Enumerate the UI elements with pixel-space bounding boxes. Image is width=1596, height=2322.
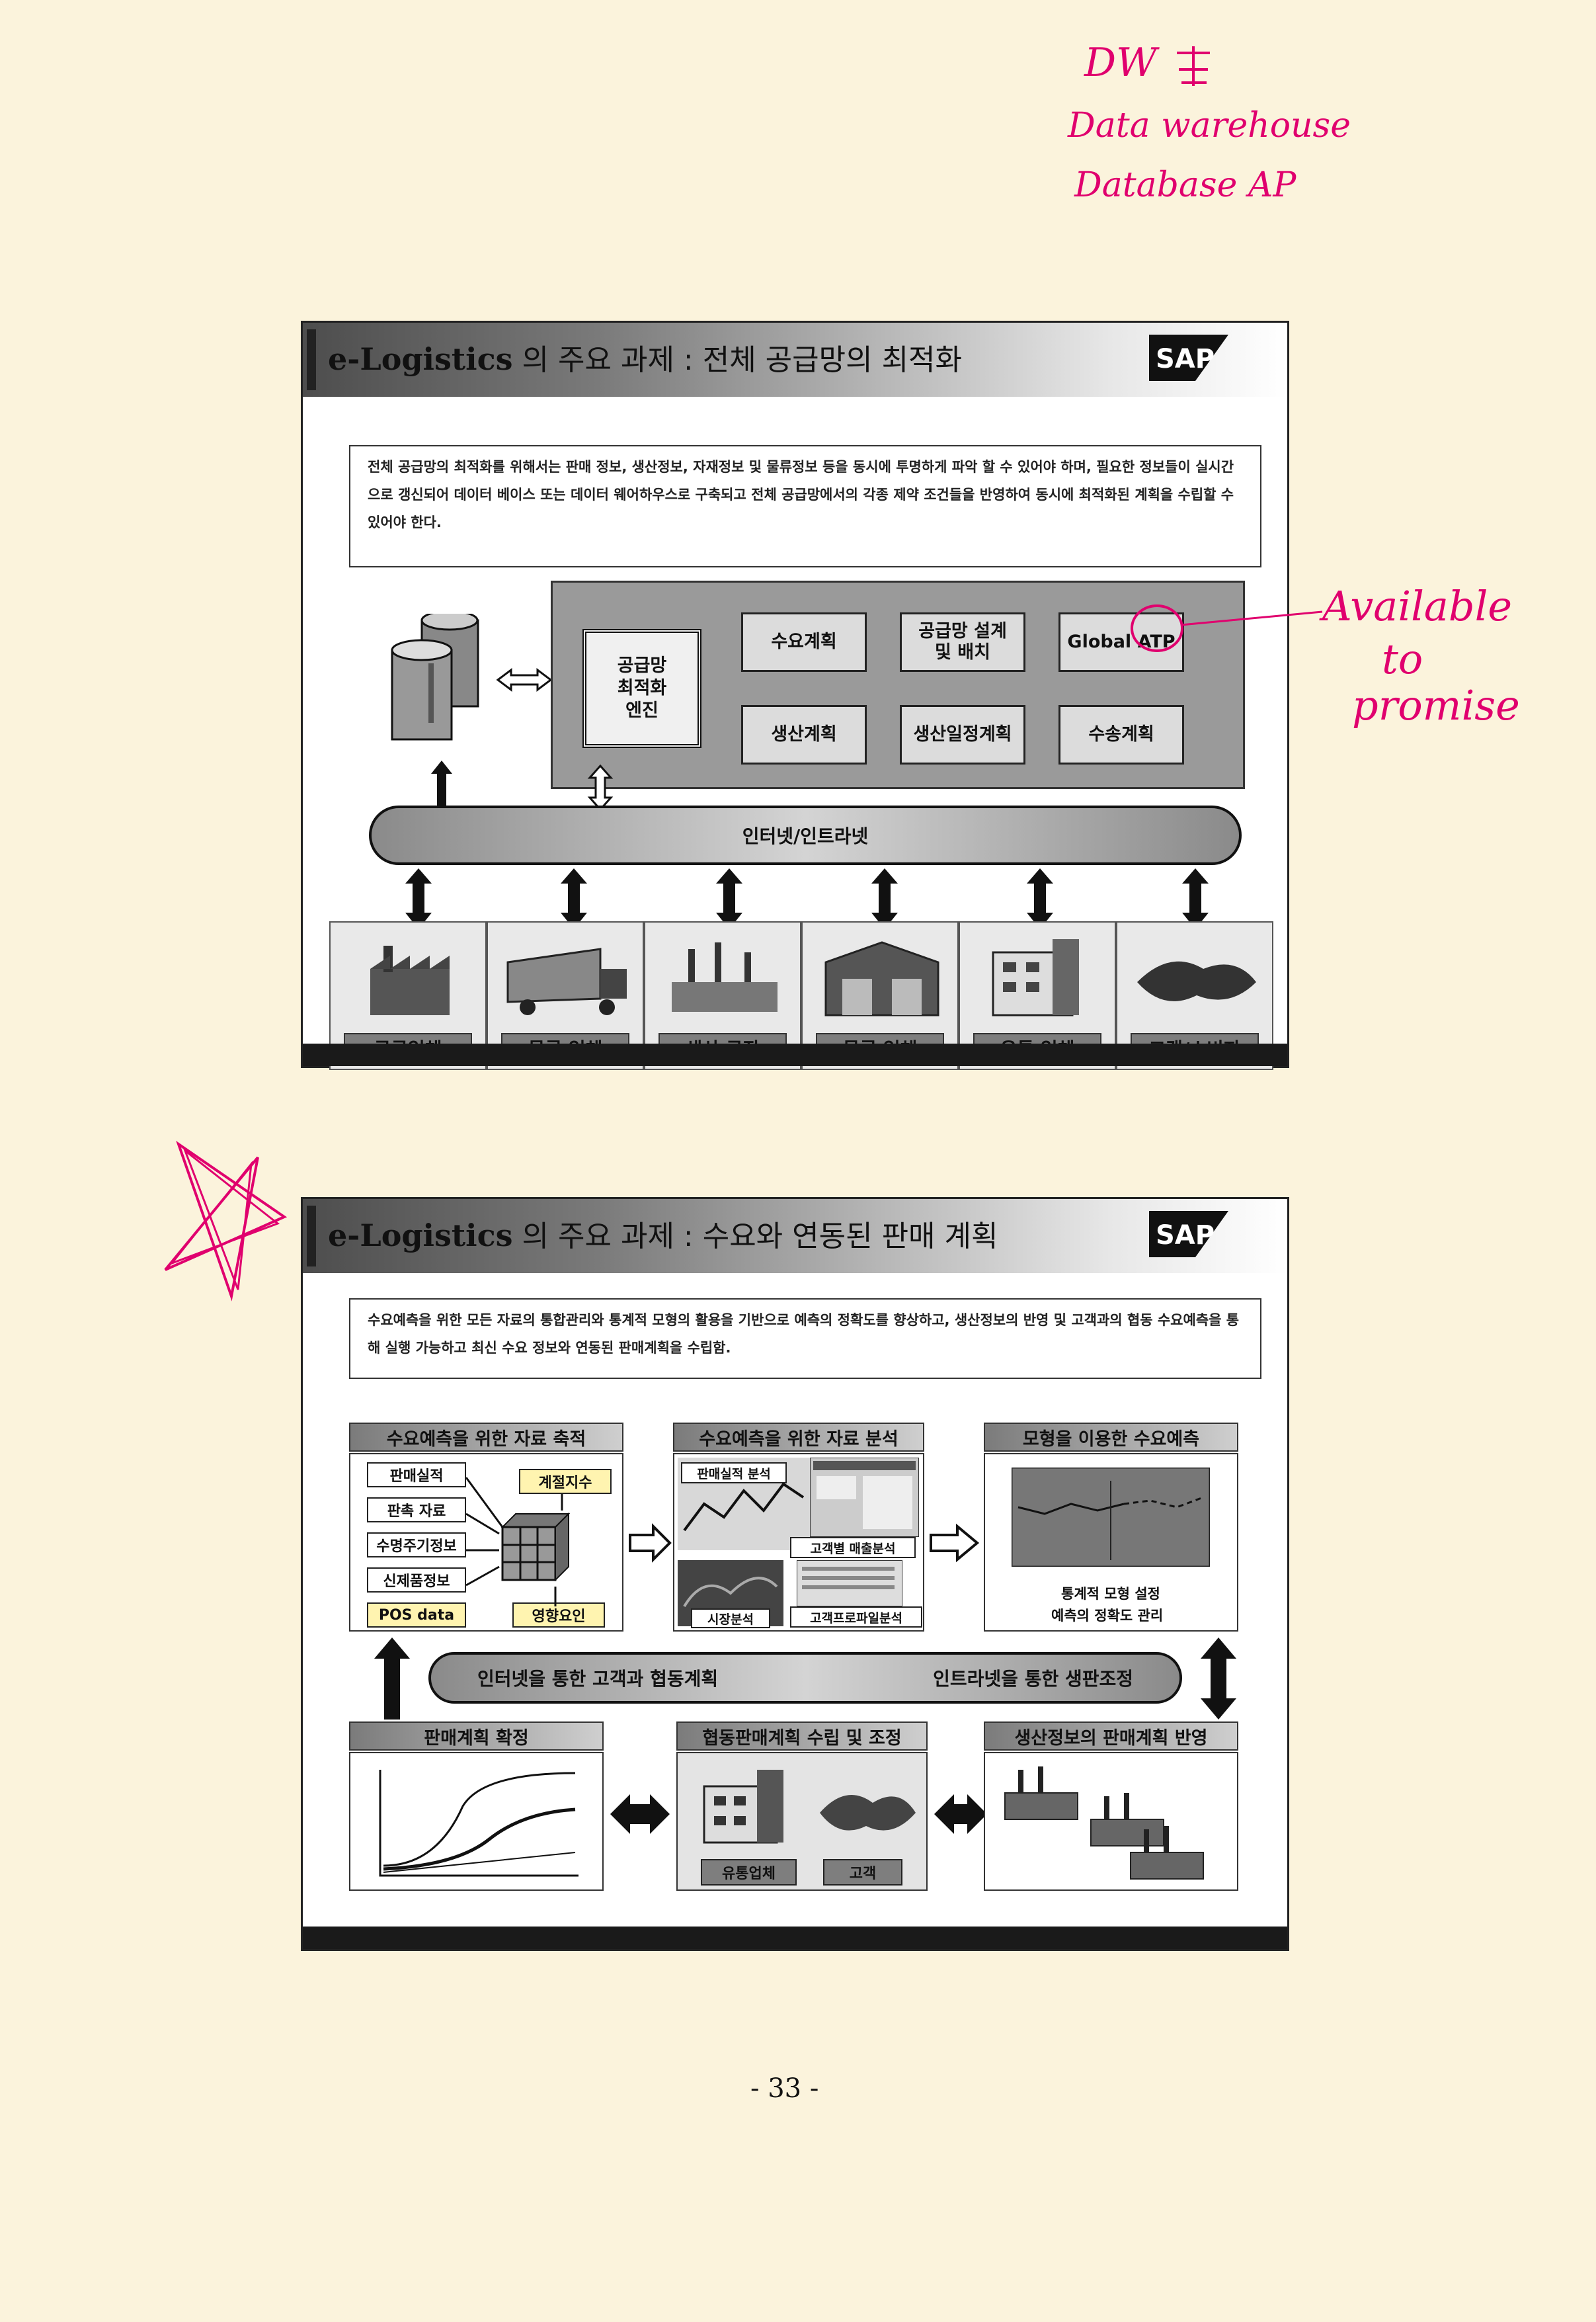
report-screenshot — [810, 1458, 919, 1537]
slide-footer-bar — [303, 1044, 1287, 1066]
label-customer-profile-analysis: 고객프로파일분석 — [790, 1606, 922, 1628]
module-production-scheduling: 생산일정계획 — [900, 705, 1025, 765]
handwritten-note-to: to — [1382, 635, 1423, 683]
truck-icon — [501, 936, 633, 1022]
section-production-info-title: 생산정보의 판매계획 반영 — [984, 1721, 1238, 1751]
arrow-updown-right — [1199, 1636, 1238, 1721]
svg-text:SAP: SAP — [1156, 1220, 1215, 1251]
database-icon — [382, 614, 488, 746]
section-data-analysis-title: 수요예측을 위한 자료 분석 — [673, 1423, 924, 1452]
section-data-accumulation: 판매실적 판촉 자료 수명주기정보 신제품정보 POS data 계절지수 영향… — [349, 1453, 623, 1632]
slide-footer-bar — [303, 1927, 1287, 1949]
slide1-description: 전체 공급망의 최적화를 위해서는 판매 정보, 생산정보, 자재정보 및 물류… — [349, 445, 1261, 567]
db-network-arrow — [428, 759, 455, 809]
handwritten-note-dw: DW — [1084, 40, 1157, 86]
module-network-design: 공급망 설계 및 배치 — [900, 612, 1025, 672]
tag-promotion-data: 판촉 자료 — [367, 1497, 466, 1522]
data-flow-arrows — [463, 1468, 582, 1620]
warehouse-icon — [816, 936, 948, 1022]
svg-text:SAP: SAP — [1156, 344, 1215, 374]
arrow-sec5-sec4 — [607, 1791, 673, 1837]
tag-sales-results: 판매실적 — [367, 1462, 466, 1487]
label-customer-sales-analysis: 고객별 매출분석 — [790, 1537, 916, 1558]
handwritten-note-available: Available — [1322, 582, 1512, 630]
handwritten-note-database: Database AP — [1074, 165, 1296, 205]
section-model-forecast: 통계적 모형 설정 예측의 정확도 관리 — [984, 1453, 1238, 1632]
slide2-description: 수요예측을 위한 모든 자료의 통합관리와 통계적 모형의 활용을 기반으로 예… — [349, 1298, 1261, 1379]
section-sales-plan-confirm-title: 판매계획 확정 — [349, 1721, 604, 1751]
sap-logo: SAP — [1149, 335, 1228, 381]
atp-annotation-circle — [1124, 589, 1336, 668]
sap-logo: SAP — [1149, 1211, 1228, 1257]
arrow-up-left — [372, 1636, 412, 1721]
slide-title: e-Logistics 의 주요 과제 : 전체 공급망의 최적화 — [328, 336, 962, 378]
forecast-accuracy-management: 예측의 정확도 관리 — [1051, 1605, 1163, 1625]
factories-illustration — [992, 1760, 1230, 1886]
module-transport-planning: 수송계획 — [1058, 705, 1184, 765]
star-doodle — [159, 1138, 291, 1309]
db-engine-arrow — [495, 667, 554, 693]
page-number: - 33 - — [750, 2073, 818, 2104]
label-distributor: 유통업체 — [701, 1859, 797, 1886]
section-data-analysis: 판매실적 분석 고객별 매출분석 시장분석 고객프로파일분석 — [673, 1453, 924, 1632]
label-customer: 고객 — [823, 1859, 902, 1886]
handwritten-note-promise: promise — [1352, 681, 1520, 729]
pill-right-label: 인트라넷을 통한 생판조정 — [933, 1665, 1133, 1691]
factory-icon — [344, 936, 476, 1022]
forecast-model-setting: 통계적 모형 설정 — [1061, 1583, 1160, 1603]
section-data-accumulation-title: 수요예측을 위한 자료 축적 — [349, 1423, 623, 1452]
network-bar: 인터넷/인트라넷 — [369, 806, 1242, 865]
arrow-sec6-sec5 — [931, 1791, 990, 1837]
handwritten-note-datawarehouse: Data warehouse — [1068, 106, 1351, 145]
section-sales-plan-confirm — [349, 1752, 604, 1891]
arrow-sec1-to-sec2 — [627, 1523, 673, 1563]
handshake-icon — [1131, 936, 1263, 1022]
profile-screenshot — [797, 1560, 902, 1606]
collaboration-bar: 인터넷을 통한 고객과 협동계획 인트라넷을 통한 생판조정 — [428, 1652, 1182, 1704]
section-collab-plan: 유통업체 고객 — [676, 1752, 928, 1891]
tag-new-product-info: 신제품정보 — [367, 1567, 466, 1593]
plant-icon — [658, 936, 791, 1022]
tag-pos-data: POS data — [367, 1602, 466, 1628]
customer-handshake-icon — [813, 1773, 919, 1846]
label-market-analysis: 시장분석 — [691, 1608, 770, 1628]
pill-left-label: 인터넷을 통한 고객과 협동계획 — [477, 1665, 718, 1691]
engine-network-arrow — [587, 765, 614, 811]
section-model-forecast-title: 모형을 이용한 수요예측 — [984, 1423, 1238, 1452]
arrow-sec2-to-sec3 — [928, 1523, 980, 1563]
forecast-chart — [1012, 1468, 1210, 1567]
module-demand-planning: 수요계획 — [741, 612, 867, 672]
tag-lifecycle-info: 수명주기정보 — [367, 1532, 466, 1557]
optimization-engine: 공급망 최적화 엔진 — [582, 629, 701, 748]
module-production-planning: 생산계획 — [741, 705, 867, 765]
sales-plan-curve-chart — [377, 1766, 582, 1879]
slide-demand-linked-sales-plan: e-Logistics 의 주요 과제 : 수요와 연동된 판매 계획 SAP … — [301, 1197, 1289, 1951]
building-icon — [973, 936, 1105, 1022]
section-collab-plan-title: 협동판매계획 수립 및 조정 — [676, 1721, 928, 1751]
slide-title: e-Logistics 의 주요 과제 : 수요와 연동된 판매 계획 — [328, 1212, 998, 1255]
section-production-info — [984, 1752, 1238, 1891]
slide-supply-chain-optimization: e-Logistics 의 주요 과제 : 전체 공급망의 최적화 SAP 전체… — [301, 321, 1289, 1068]
label-sales-analysis: 판매실적 분석 — [681, 1462, 787, 1483]
handwritten-scribble — [1174, 46, 1213, 93]
distributor-building-icon — [691, 1766, 797, 1846]
